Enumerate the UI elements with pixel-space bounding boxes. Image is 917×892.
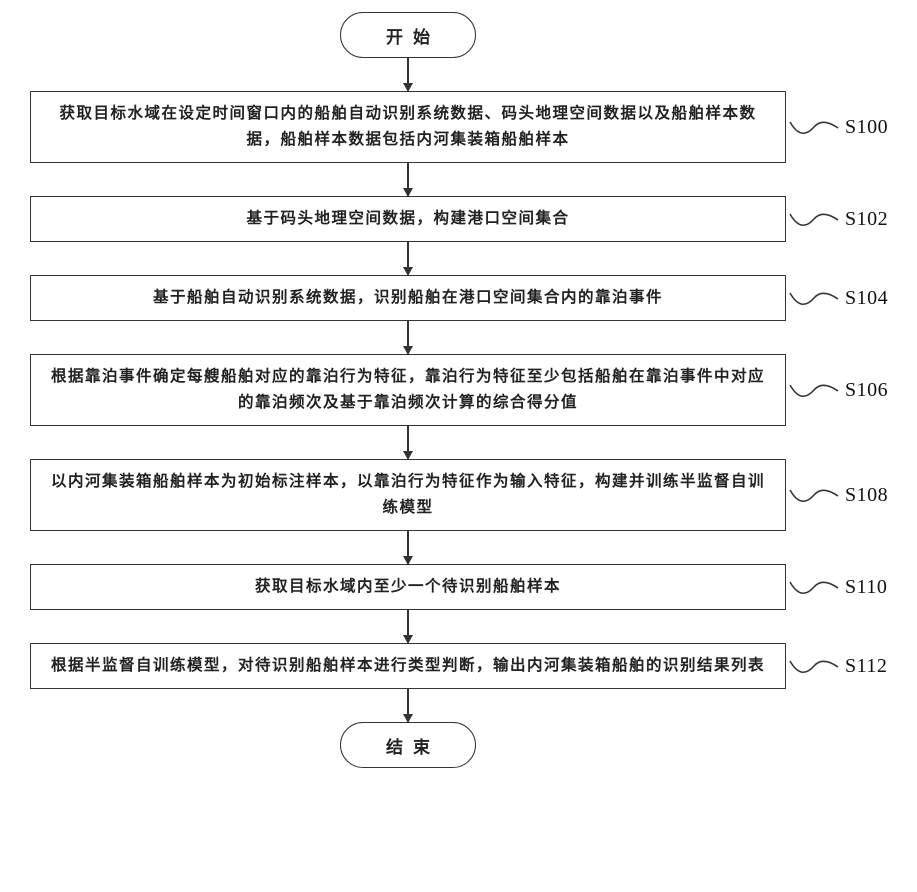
down-arrow <box>407 689 409 722</box>
process-box-s104: 基于船舶自动识别系统数据，识别船舶在港口空间集合内的靠泊事件 <box>30 275 786 321</box>
process-box-s110: 获取目标水域内至少一个待识别船舶样本 <box>30 564 786 610</box>
start-node: 开始 <box>340 12 476 58</box>
process-box-s102: 基于码头地理空间数据，构建港口空间集合 <box>30 196 786 242</box>
step-annotation: S102 <box>786 207 888 231</box>
step-row-s104: 基于船舶自动识别系统数据，识别船舶在港口空间集合内的靠泊事件 S104 <box>30 275 888 321</box>
step-label: S104 <box>845 286 889 309</box>
step-label: S102 <box>845 207 889 230</box>
step-label: S110 <box>845 575 888 598</box>
step-annotation: S100 <box>786 115 888 139</box>
reference-squiggle-icon <box>789 213 839 226</box>
reference-squiggle-icon <box>789 489 839 502</box>
step-row-s100: 获取目标水域在设定时间窗口内的船舶自动识别系统数据、码头地理空间数据以及船舶样本… <box>30 91 888 163</box>
reference-squiggle-icon <box>789 121 839 134</box>
step-annotation: S110 <box>786 575 887 599</box>
step-annotation: S112 <box>786 654 887 678</box>
step-label: S112 <box>845 654 888 677</box>
step-row-s108: 以内河集装箱船舶样本为初始标注样本，以靠泊行为特征作为输入特征，构建并训练半监督… <box>30 459 888 531</box>
down-arrow <box>407 610 409 643</box>
step-row-s110: 获取目标水域内至少一个待识别船舶样本 S110 <box>30 564 887 610</box>
process-box-s106: 根据靠泊事件确定每艘船舶对应的靠泊行为特征，靠泊行为特征至少包括船舶在靠泊事件中… <box>30 354 786 426</box>
process-box-s108: 以内河集装箱船舶样本为初始标注样本，以靠泊行为特征作为输入特征，构建并训练半监督… <box>30 459 786 531</box>
step-label: S100 <box>845 115 889 138</box>
flowchart: 开始 获取目标水域在设定时间窗口内的船舶自动识别系统数据、码头地理空间数据以及船… <box>30 12 888 768</box>
down-arrow <box>407 426 409 459</box>
process-box-s100: 获取目标水域在设定时间窗口内的船舶自动识别系统数据、码头地理空间数据以及船舶样本… <box>30 91 786 163</box>
step-annotation: S106 <box>786 378 888 402</box>
step-row-s112: 根据半监督自训练模型，对待识别船舶样本进行类型判断，输出内河集装箱船舶的识别结果… <box>30 643 887 689</box>
reference-squiggle-icon <box>789 292 839 305</box>
down-arrow <box>407 242 409 275</box>
step-row-s102: 基于码头地理空间数据，构建港口空间集合 S102 <box>30 196 888 242</box>
down-arrow <box>407 321 409 354</box>
reference-squiggle-icon <box>789 581 839 594</box>
reference-squiggle-icon <box>789 384 839 397</box>
step-annotation: S108 <box>786 483 888 507</box>
down-arrow <box>407 58 409 91</box>
step-annotation: S104 <box>786 286 888 310</box>
end-node: 结束 <box>340 722 476 768</box>
process-box-s112: 根据半监督自训练模型，对待识别船舶样本进行类型判断，输出内河集装箱船舶的识别结果… <box>30 643 786 689</box>
reference-squiggle-icon <box>789 660 839 673</box>
down-arrow <box>407 531 409 564</box>
down-arrow <box>407 163 409 196</box>
step-label: S106 <box>845 378 889 401</box>
step-label: S108 <box>845 483 889 506</box>
step-row-s106: 根据靠泊事件确定每艘船舶对应的靠泊行为特征，靠泊行为特征至少包括船舶在靠泊事件中… <box>30 354 888 426</box>
